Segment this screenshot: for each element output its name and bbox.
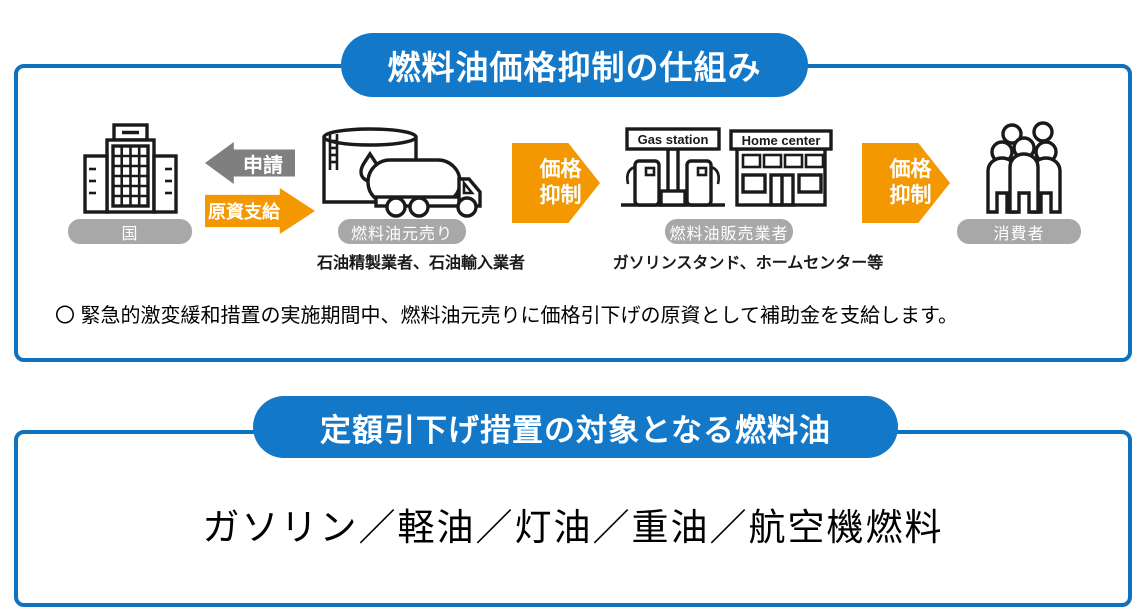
retailer-label: 燃料油販売業者 [665, 219, 793, 244]
government-label-text: 国 [121, 225, 139, 243]
price-arrow-line1: 価格 [889, 157, 932, 181]
section1-note: 〇 緊急的激変緩和措置の実施期間中、燃料油元売りに価格引下げの原資として補助金を… [55, 305, 958, 327]
home-center-icon: Home center [729, 127, 833, 209]
apply-arrow-label: 申請 [243, 154, 283, 177]
section1-title: 燃料油価格抑制の仕組み [341, 33, 808, 97]
section2-title: 定額引下げ措置の対象となる燃料油 [253, 396, 898, 458]
section2-box [14, 430, 1132, 607]
home-center-sign-text: Home center [742, 133, 821, 148]
price-arrow-line2: 抑制 [889, 184, 932, 207]
government-building-icon [78, 123, 183, 215]
price-arrow-line2: 抑制 [539, 184, 582, 207]
oil-tank-truck-icon [318, 124, 483, 218]
wholesaler-label-text: 燃料油元売り [350, 225, 453, 243]
gas-station-sign-text: Gas station [638, 132, 709, 147]
government-label: 国 [68, 219, 192, 244]
wholesaler-caption: 石油精製業者、石油輸入業者 [316, 255, 525, 272]
consumer-label-text: 消費者 [993, 225, 1045, 243]
gas-station-icon: Gas station [621, 127, 725, 209]
retailer-caption: ガソリンスタンド、ホームセンター等 [612, 255, 884, 272]
wholesaler-label: 燃料油元売り [338, 219, 466, 244]
consumers-people-icon [972, 121, 1076, 215]
price-arrow-line1: 価格 [539, 157, 582, 181]
consumer-label: 消費者 [957, 219, 1081, 244]
fund-arrow-label: 原資支給 [208, 202, 280, 222]
fuel-types-text: ガソリン／軽油／灯油／重油／航空機燃料 [202, 507, 944, 548]
retailer-label-text: 燃料油販売業者 [669, 225, 789, 243]
